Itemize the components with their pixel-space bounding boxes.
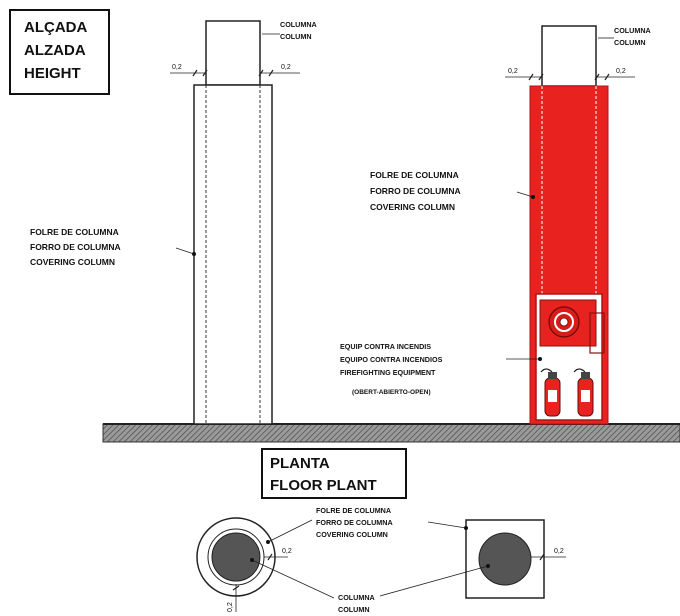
plan-round-column bbox=[211, 532, 261, 582]
left-column-top bbox=[205, 20, 261, 86]
cabinet-open-door bbox=[589, 312, 605, 354]
right-elevation: 0,2 0,2 COLUMNA COLUMN FOLRE DE COLUMNA … bbox=[340, 25, 651, 425]
plan-view: 0,2 0,2 0,2 FOLRE DE COLUMNA FORRO DE CO… bbox=[196, 506, 566, 614]
elevation-title-box: ALÇADA ALZADA HEIGHT bbox=[9, 9, 110, 95]
elevation-title-ca: ALÇADA bbox=[24, 19, 87, 36]
right-covering-label-es: FORRO DE COLUMNA bbox=[370, 186, 461, 196]
plan-round-dim-right: 0,2 bbox=[282, 548, 292, 555]
plan-round-dim-bottom: 0,2 bbox=[227, 602, 234, 612]
left-covering-label-ca: FOLRE DE COLUMNA bbox=[30, 227, 119, 237]
open-note: (OBERT-ABIERTO-OPEN) bbox=[352, 389, 431, 396]
plan-column-label-en: COLUMN bbox=[338, 605, 370, 614]
fire-extinguisher-icon bbox=[540, 368, 561, 417]
plan-covering-label-en: COVERING COLUMN bbox=[316, 530, 388, 539]
equipment-label-en: FIREFIGHTING EQUIPMENT bbox=[340, 368, 436, 377]
plan-column-label-es: COLUMNA bbox=[338, 593, 375, 602]
right-covering-label-ca: FOLRE DE COLUMNA bbox=[370, 170, 459, 180]
left-covering bbox=[193, 84, 273, 425]
plan-title-en: FLOOR PLANT bbox=[270, 477, 377, 494]
right-column-label-en: COLUMN bbox=[614, 38, 646, 47]
left-covering-label-en: COVERING COLUMN bbox=[30, 257, 115, 267]
left-column-label-en: COLUMN bbox=[280, 32, 312, 41]
plan-title-box: PLANTA FLOOR PLANT bbox=[261, 448, 407, 499]
left-dim-right-label: 0,2 bbox=[281, 64, 291, 71]
elevation-title-en: HEIGHT bbox=[24, 65, 81, 82]
left-covering-label-es: FORRO DE COLUMNA bbox=[30, 242, 121, 252]
fire-extinguisher-icon bbox=[573, 368, 594, 417]
left-dim-left-label: 0,2 bbox=[172, 64, 182, 71]
right-dim-left-label: 0,2 bbox=[508, 68, 518, 75]
left-column-label-es: COLUMNA bbox=[280, 20, 317, 29]
right-covering-label-en: COVERING COLUMN bbox=[370, 202, 455, 212]
equipment-label-ca: EQUIP CONTRA INCENDIS bbox=[340, 342, 431, 351]
ground-slab bbox=[102, 423, 680, 443]
elevation-title-es: ALZADA bbox=[24, 42, 86, 59]
left-elevation: 0,2 0,2 COLUMNA COLUMN FOLRE DE COLUMNA … bbox=[30, 20, 317, 425]
plan-covering-label-ca: FOLRE DE COLUMNA bbox=[316, 506, 391, 515]
plan-covering-label-es: FORRO DE COLUMNA bbox=[316, 518, 393, 527]
plan-title-ca: PLANTA bbox=[270, 455, 330, 472]
right-column-label-es: COLUMNA bbox=[614, 26, 651, 35]
plan-square-column bbox=[478, 532, 532, 586]
equipment-label-es: EQUIPO CONTRA INCENDIOS bbox=[340, 355, 443, 364]
right-column-top bbox=[541, 25, 597, 87]
plan-square-dim-right: 0,2 bbox=[554, 548, 564, 555]
right-dim-right-label: 0,2 bbox=[616, 68, 626, 75]
